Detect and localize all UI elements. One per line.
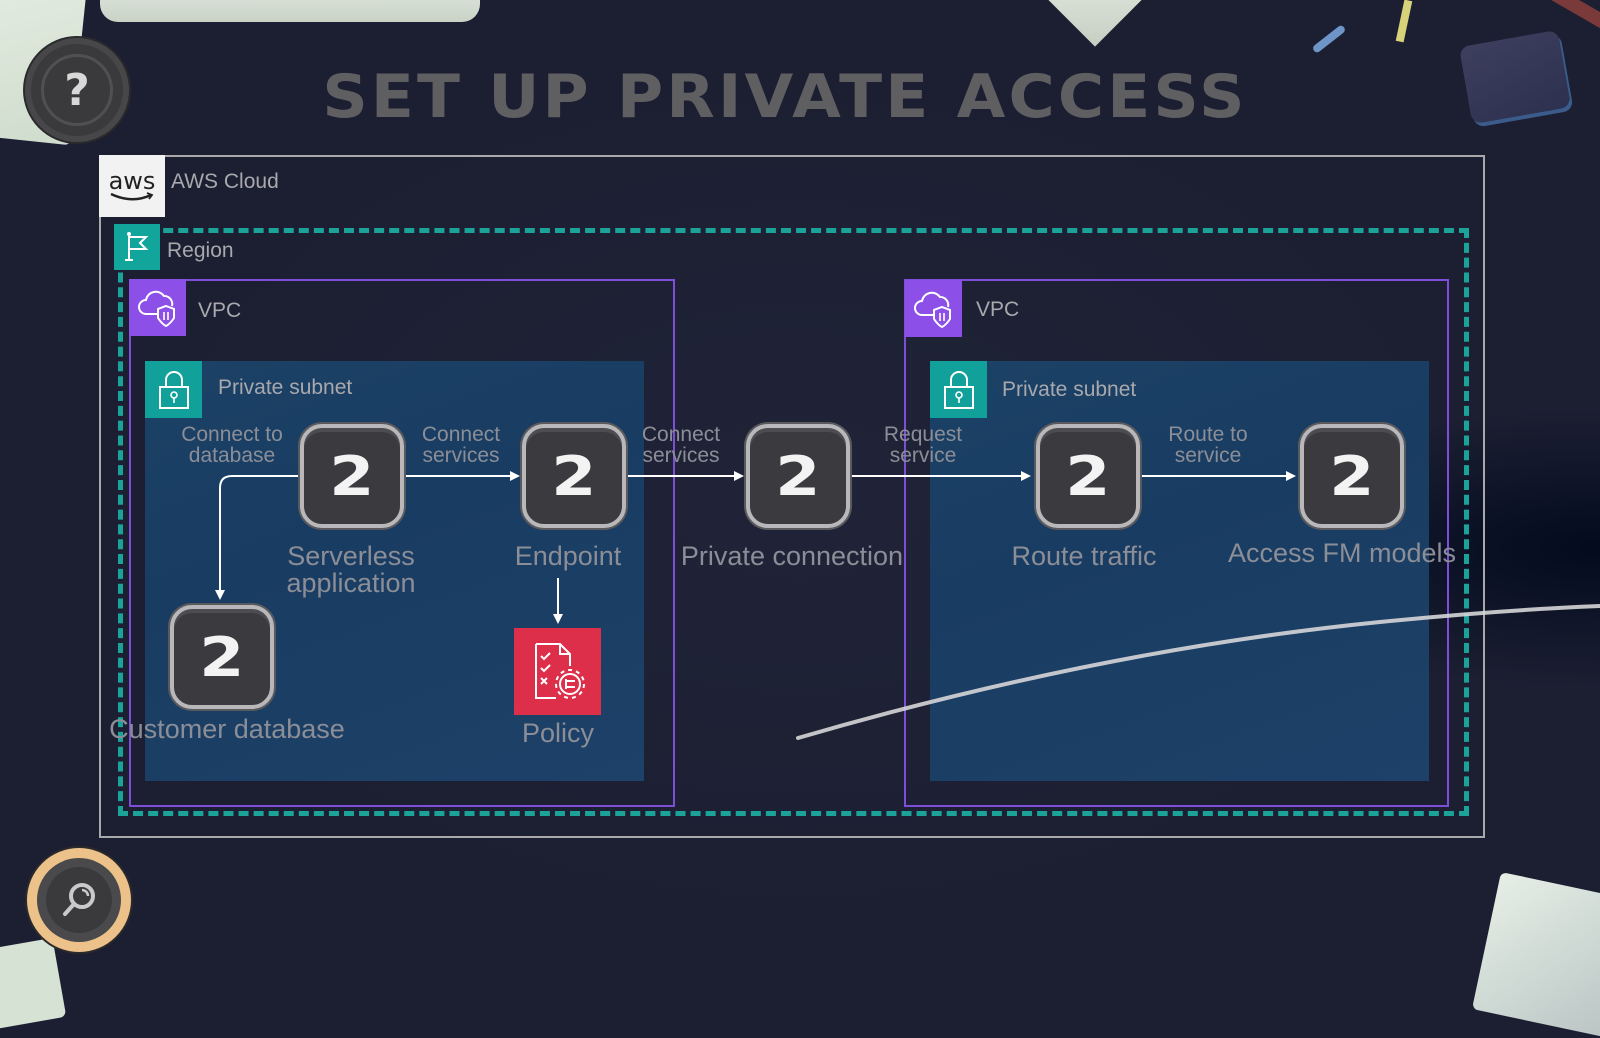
node-badge: 2 <box>551 444 597 508</box>
private-subnet-right-label: Private subnet <box>1002 378 1137 401</box>
node-badge: 2 <box>775 444 821 508</box>
node-route-traffic[interactable]: 2 <box>1036 424 1140 528</box>
node-label: Customer database <box>109 714 345 744</box>
edge-label: Route to service <box>1168 423 1248 467</box>
node-label: Private connection <box>680 541 904 571</box>
region-label: Region <box>167 239 234 262</box>
aws-cloud-group <box>99 155 1485 838</box>
aws-cloud-label: AWS Cloud <box>171 170 279 193</box>
aws-logo-icon: aws <box>99 155 165 217</box>
question-icon: ? <box>41 54 113 126</box>
node-label: Route traffic <box>1011 541 1157 571</box>
vpc-right <box>904 279 1449 807</box>
node-access-fm-models[interactable]: 2 <box>1300 424 1404 528</box>
node-badge: 2 <box>329 444 375 508</box>
vpc-right-label: VPC <box>976 298 1020 321</box>
magnifier-icon <box>46 867 112 933</box>
vpc-left-label: VPC <box>198 299 242 322</box>
region-group <box>118 228 1469 816</box>
node-endpoint[interactable]: 2 <box>522 424 626 528</box>
lock-icon <box>145 361 202 418</box>
vpc-cloud-icon <box>905 280 962 337</box>
edge-label: Connect services <box>421 423 501 467</box>
node-badge: 2 <box>1329 444 1375 508</box>
flag-icon <box>114 224 160 270</box>
node-badge: 2 <box>1065 444 1111 508</box>
node-policy[interactable] <box>514 628 601 715</box>
node-private-connection[interactable]: 2 <box>746 424 850 528</box>
vpc-cloud-icon <box>129 279 186 336</box>
node-label: Endpoint <box>514 541 622 571</box>
edge-connect-to-database <box>215 475 300 600</box>
lock-icon <box>930 361 987 418</box>
node-label: Access FM models <box>1227 538 1457 568</box>
private-subnet-left-label: Private subnet <box>218 376 353 399</box>
vpc-left <box>129 279 675 807</box>
paper-decoration <box>100 0 480 22</box>
chalk-streak <box>796 604 1600 740</box>
edge-label: Connect to database <box>181 423 283 467</box>
node-label: Policy <box>521 718 595 748</box>
magnifier-button[interactable] <box>27 848 131 952</box>
policy-document-icon <box>534 642 585 699</box>
aws-logo-text: aws <box>108 167 156 195</box>
edge-label: Connect services <box>641 423 721 467</box>
node-serverless-application[interactable]: 2 <box>300 424 404 528</box>
help-button-label: ? <box>64 64 90 116</box>
node-badge: 2 <box>199 625 245 689</box>
page-title: SET UP PRIVATE ACCESS <box>322 62 1248 132</box>
aws-smile-icon <box>110 192 154 201</box>
edge-label: Request service <box>883 423 963 467</box>
node-label: Serverless application <box>286 541 416 598</box>
node-customer-database[interactable]: 2 <box>170 605 274 709</box>
connectors <box>215 471 1600 740</box>
help-button[interactable]: ? <box>25 38 129 142</box>
